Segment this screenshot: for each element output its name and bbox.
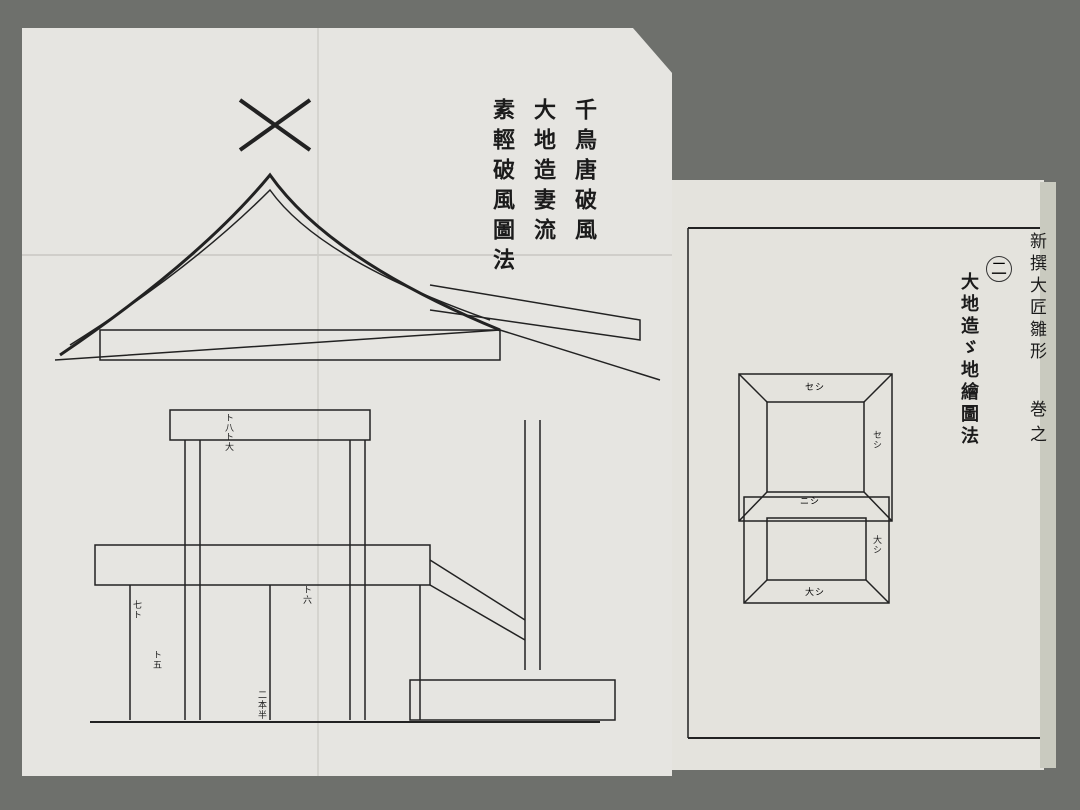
right-page-title: 大地造ゞ地繪圖法 xyxy=(958,272,979,448)
title-column-3: 素輕破風圖法 xyxy=(489,98,515,278)
plan-label: 大シ xyxy=(805,588,826,598)
page-number-circle: 二 xyxy=(986,256,1012,282)
plan-label: セシ xyxy=(871,430,881,450)
right-book-page xyxy=(672,180,1044,770)
plan-label: セシ xyxy=(805,383,826,393)
title-column-1: 千鳥唐破風 xyxy=(571,98,597,248)
label: ト六 xyxy=(301,585,311,605)
book-spine-edge xyxy=(1040,182,1056,768)
label: 二本半 xyxy=(256,690,266,720)
title-column-2: 大地造妻流 xyxy=(530,98,556,248)
floor-plan-diagram xyxy=(738,373,893,604)
volume-label: 巻之 xyxy=(1026,400,1046,450)
margin-title: 新撰大匠雛形 xyxy=(1026,232,1046,364)
label: 七ト xyxy=(131,600,141,620)
label: ト大 xyxy=(223,432,233,452)
label: ト八 xyxy=(223,413,233,433)
plan-label: 大シ xyxy=(871,535,881,555)
plan-label: ニシ xyxy=(800,497,821,507)
label: ト五 xyxy=(151,650,161,670)
